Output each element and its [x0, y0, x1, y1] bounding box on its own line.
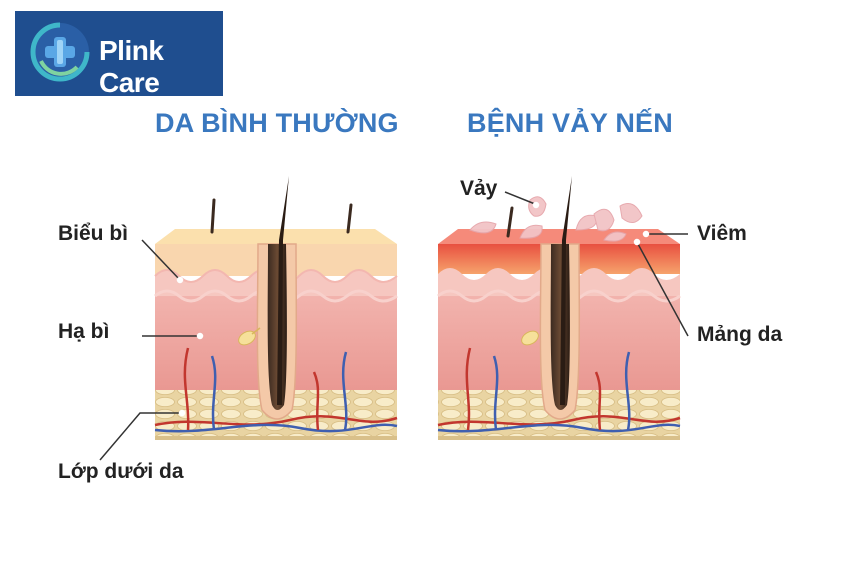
scale-leader: [504, 191, 536, 205]
dermis-label: Hạ bì: [58, 320, 110, 343]
logo: Plink Care: [15, 11, 223, 98]
psoriasis-title: BỆNH VẢY NẾN: [467, 108, 673, 138]
plaque-label: Mảng da: [697, 323, 783, 346]
epidermis-label: Biểu bì: [58, 222, 129, 245]
subcutaneous-leader: [99, 412, 182, 461]
subcutaneous-label: Lớp dưới da: [58, 460, 184, 483]
psoriasis-skin-block: [437, 176, 681, 440]
epidermis-leader: [141, 239, 181, 281]
brand-name: Plink Care: [99, 35, 164, 98]
medical-cross-logo-icon: [30, 22, 90, 82]
plaque-leader: [637, 243, 689, 337]
epidermis-surface: [155, 229, 397, 244]
inflammation-label: Viêm: [697, 222, 747, 245]
scale-label: Vảy: [460, 177, 498, 200]
normal-skin-block: [154, 176, 398, 440]
normal-skin-title: DA BÌNH THƯỜNG: [155, 108, 399, 138]
